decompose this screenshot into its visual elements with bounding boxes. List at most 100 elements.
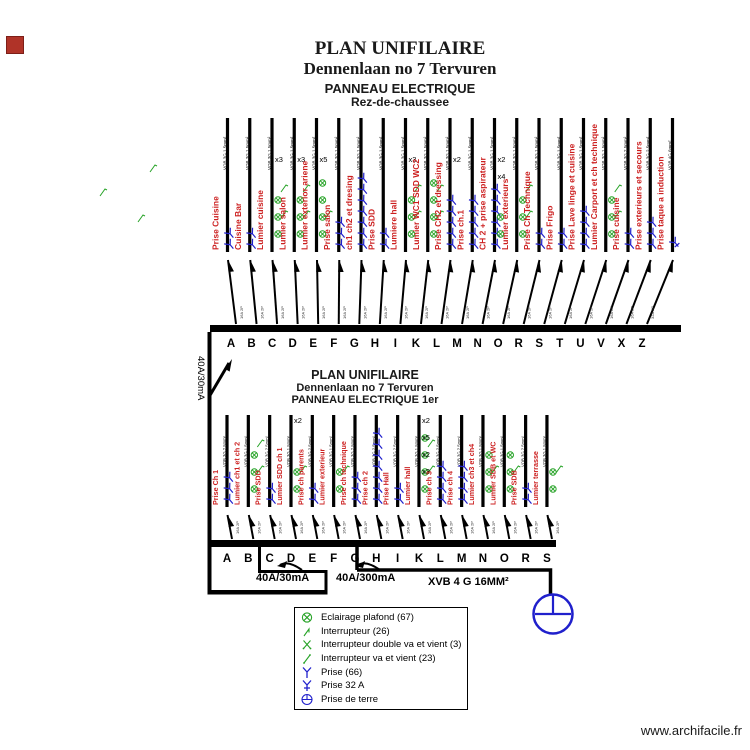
circuit-line (604, 118, 608, 252)
prise-symbol (436, 471, 447, 482)
circuit-letter: A (227, 338, 235, 350)
eclairage-symbol (408, 214, 415, 220)
circuit-line (524, 415, 528, 507)
prise-symbol (266, 482, 276, 493)
circuit-letter: T (556, 338, 563, 350)
circuit-line (246, 415, 250, 507)
circuit-line (537, 118, 541, 252)
legend-item-label: Prise 32 A (321, 680, 365, 692)
annotation-arrowhead (355, 561, 365, 568)
eclairage-symbol (485, 485, 493, 493)
eclairage-symbol (296, 230, 304, 238)
circuit-line (626, 118, 630, 252)
circuit-name-label: Prise Ch Technique (522, 171, 532, 250)
prise-32a-icon (302, 680, 312, 692)
circuit-name-label: Prise CH2 et dressing (433, 162, 443, 250)
breaker-rating-label: 16A 2P (588, 306, 593, 319)
eclairage-plafond-icon (301, 612, 313, 623)
prise-symbol (491, 205, 501, 216)
eclairage-symbol (496, 213, 505, 221)
prise-symbol (224, 238, 234, 249)
eclairage-symbol (336, 469, 343, 475)
interrupteur-symbol (436, 210, 444, 219)
prise-symbol (468, 238, 479, 249)
eclairage-symbol (422, 469, 428, 475)
circuit-name-label: Lumier exterieurs (500, 178, 510, 250)
eclairage-symbol (407, 196, 416, 204)
eclairage-symbol (608, 230, 616, 238)
prise-symbol (379, 227, 390, 238)
circuit-line (248, 118, 252, 252)
interrupteur-symbol (614, 210, 622, 219)
circuit-name-label: Prise SDD (366, 209, 376, 250)
eclairage-symbol (294, 469, 300, 475)
breaker-rating-label: 16A 2P (506, 306, 511, 319)
eclairage-symbol (431, 197, 437, 203)
eclairage-symbol (297, 197, 303, 203)
eclairage-symbol (520, 231, 526, 237)
eclairage-symbol (486, 469, 492, 475)
wire-spec-label: VOB 3G 1.5mm² (289, 136, 294, 170)
prise-symbol (351, 493, 362, 504)
breaker-rating-label: 16A 2P (547, 306, 552, 319)
multiplier-label: x5 (320, 155, 328, 164)
breaker-arrowhead (224, 359, 232, 372)
prise-symbol (335, 238, 346, 249)
circuit-name-label: Lumier salon (277, 197, 287, 250)
eclairage-symbol (550, 486, 556, 492)
eclairage-symbol (275, 214, 281, 220)
wire-spec-label: VOB 3G 1.5mm² (329, 435, 334, 467)
multiplier-label: x2 (453, 155, 461, 164)
breaker-arrowhead (535, 260, 541, 273)
prise-symbol (335, 227, 346, 238)
circuit-letter: S (543, 553, 551, 565)
circuit-letter: F (330, 553, 337, 565)
prise-symbol (246, 238, 257, 249)
breaker-arrowhead (447, 260, 454, 273)
eclairage-symbol (296, 196, 304, 204)
prise-symbol (580, 216, 590, 227)
interrupteur-symbol (256, 439, 265, 448)
prise-symbol (379, 238, 390, 249)
prise-symbol (580, 227, 590, 238)
interrupteur-symbol (436, 184, 444, 193)
interrupteur-symbol (149, 164, 158, 173)
circuit-name-label: Lumier ch3 et ch4 (467, 444, 476, 505)
prise-symbol (436, 493, 447, 504)
wire-spec-label: VOB 3G 1.5mm² (334, 136, 339, 170)
prise-symbol (351, 471, 362, 482)
rcd-300ma-label: 40A/300mA (336, 572, 396, 584)
circuit-name-label: Lumier SDB et WC (488, 442, 497, 506)
prise-symbol (335, 216, 346, 227)
wire-spec-label: VOB 3G 1.5mm² (401, 136, 406, 170)
breaker-rating-label: 16A 2P (568, 306, 573, 319)
breaker-arrowhead (312, 515, 320, 527)
breaker-rating-label: 32A 2P (650, 306, 655, 319)
prise-symbol (372, 427, 383, 438)
prise-symbol (223, 482, 234, 493)
circuit-name-label: Lumier Carport et ch technique (589, 124, 599, 250)
prise-symbol (308, 493, 319, 504)
eclairage-symbol (430, 230, 438, 238)
breaker-arrowhead (338, 260, 344, 273)
prise-symbol (446, 216, 457, 227)
breaker-arrowhead (334, 515, 341, 527)
circuit-line (353, 415, 357, 507)
legend-item: Eclairage plafond (67) (300, 611, 467, 625)
prise-symbol (624, 238, 635, 249)
breaker-arrowhead (491, 260, 498, 273)
